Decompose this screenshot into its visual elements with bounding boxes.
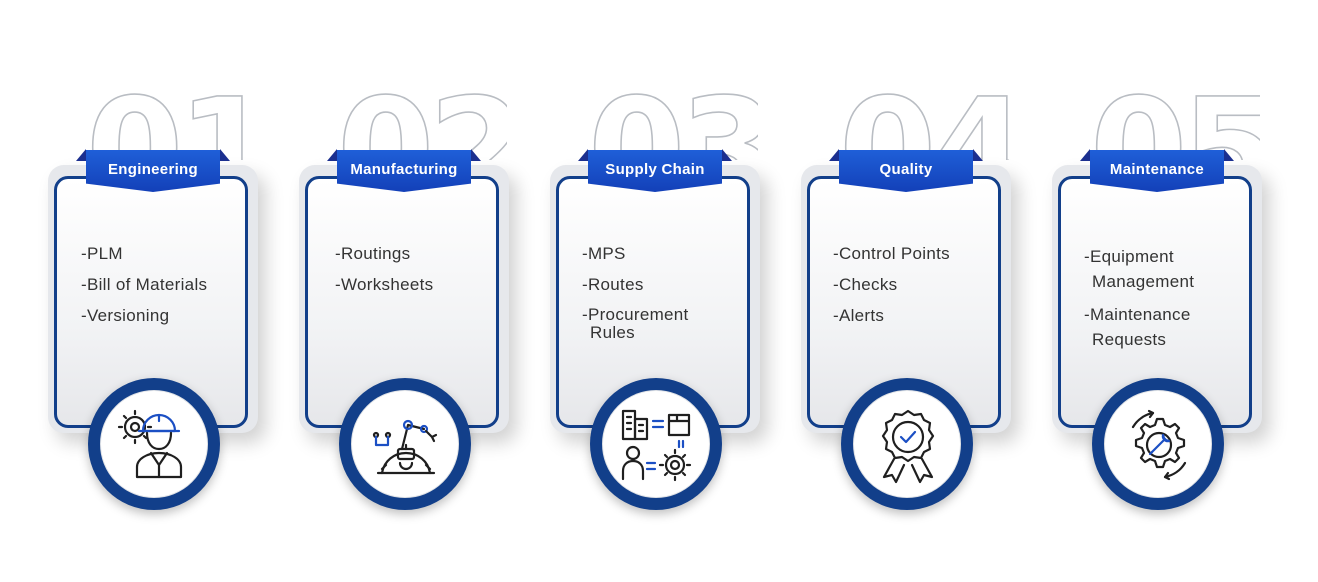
list-item: -Routes: [582, 275, 644, 294]
list-item: -MPS: [582, 244, 626, 263]
svg-text:03: 03: [588, 69, 758, 160]
robotic-arm-icon: [372, 419, 438, 475]
step-number: 04: [839, 68, 1009, 160]
list-item: -Routings: [335, 244, 411, 263]
engineer-icon: [117, 409, 183, 479]
list-item: -Versioning: [81, 306, 170, 325]
svg-text:05: 05: [1090, 69, 1260, 160]
tab-fold: [1080, 149, 1090, 161]
step-number: 02: [337, 68, 507, 160]
step-card-quality: 04 Quality -Control Points -Checks -Aler…: [801, 0, 1037, 582]
tab-fold: [76, 149, 86, 161]
step-title: Manufacturing: [337, 150, 471, 192]
list-item: -Checks: [833, 275, 898, 294]
list-item: -Bill of Materials: [81, 275, 208, 294]
step-title: Maintenance: [1090, 150, 1224, 192]
maintenance-gear-icon: [1131, 409, 1187, 481]
item-list: -Routings -Worksheets: [335, 244, 495, 306]
item-list: -Control Points -Checks -Alerts: [833, 244, 993, 337]
svg-text:04: 04: [839, 69, 1009, 160]
tab-fold: [829, 149, 839, 161]
svg-text:02: 02: [337, 69, 507, 160]
list-item: -Worksheets: [335, 275, 434, 294]
step-card-manufacturing: 02 Manufacturing -Routings -Worksheets: [299, 0, 535, 582]
icon-badge: [88, 378, 220, 510]
step-title: Quality: [839, 150, 973, 192]
quality-badge-icon: [881, 409, 935, 484]
tab-fold: [578, 149, 588, 161]
tab-fold: [1224, 149, 1234, 161]
icon-badge: [339, 378, 471, 510]
tab-fold: [327, 149, 337, 161]
step-card-supply-chain: 03 Supply Chain -MPS -Routes -Procuremen…: [550, 0, 786, 582]
step-number: 03: [588, 68, 758, 160]
tab-fold: [722, 149, 732, 161]
icon-badge: [590, 378, 722, 510]
item-list: -PLM -Bill of Materials -Versioning: [81, 244, 241, 337]
tab-fold: [471, 149, 481, 161]
tab-fold: [220, 149, 230, 161]
icon-badge: [841, 378, 973, 510]
list-item: -Control Points: [833, 244, 950, 263]
icon-badge: [1092, 378, 1224, 510]
supply-chain-icon: [621, 409, 692, 482]
step-title: Supply Chain: [588, 150, 722, 192]
tab-fold: [973, 149, 983, 161]
step-number: 05: [1090, 68, 1260, 160]
svg-text:01: 01: [86, 69, 256, 160]
step-number: 01: [86, 68, 256, 160]
step-card-engineering: 01 Engineering -PLM -Bill of Materials -…: [48, 0, 284, 582]
list-item: -Alerts: [833, 306, 885, 325]
step-title: Engineering: [86, 150, 220, 192]
list-item: -PLM: [81, 244, 123, 263]
